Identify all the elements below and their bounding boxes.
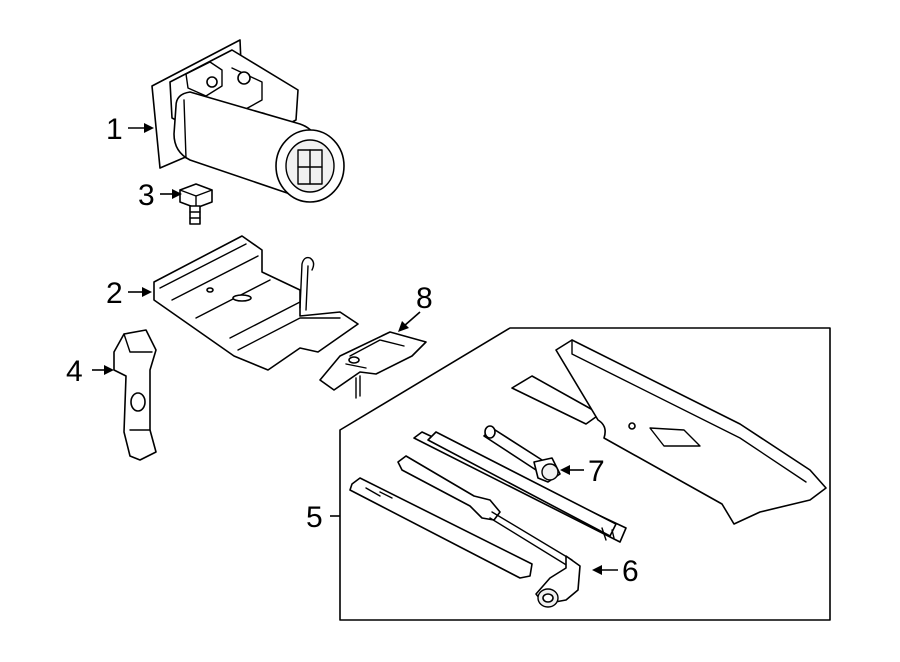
part-7-socket-extension[interactable] [483,425,561,483]
callout-5: 5 [306,501,323,534]
leader-2 [128,287,152,297]
part-5-toolkit-frame[interactable] [339,327,831,621]
callout-7: 7 [588,455,605,488]
leader-6 [592,565,618,575]
callout-1: 1 [106,113,123,146]
part-4-strap[interactable] [113,329,157,461]
part-2-bracket[interactable] [153,235,359,371]
callout-6: 6 [622,555,639,588]
part-1-jack-unit[interactable] [151,39,345,203]
toolkit-bar[interactable] [413,431,627,543]
leader-7 [560,465,584,475]
part-6-lug-wrench[interactable] [397,455,581,608]
toolkit-tray[interactable] [511,339,827,525]
leader-3 [160,189,182,199]
callout-2: 2 [106,277,123,310]
leader-8 [398,311,421,332]
toolkit-flat-bar[interactable] [349,477,533,579]
callout-3: 3 [138,179,155,212]
leader-4 [92,365,114,375]
callout-4: 4 [66,355,83,388]
leader-1 [128,123,154,133]
part-8-clip[interactable] [319,331,427,399]
part-3-bolt[interactable] [179,183,213,225]
callout-8: 8 [416,282,433,315]
